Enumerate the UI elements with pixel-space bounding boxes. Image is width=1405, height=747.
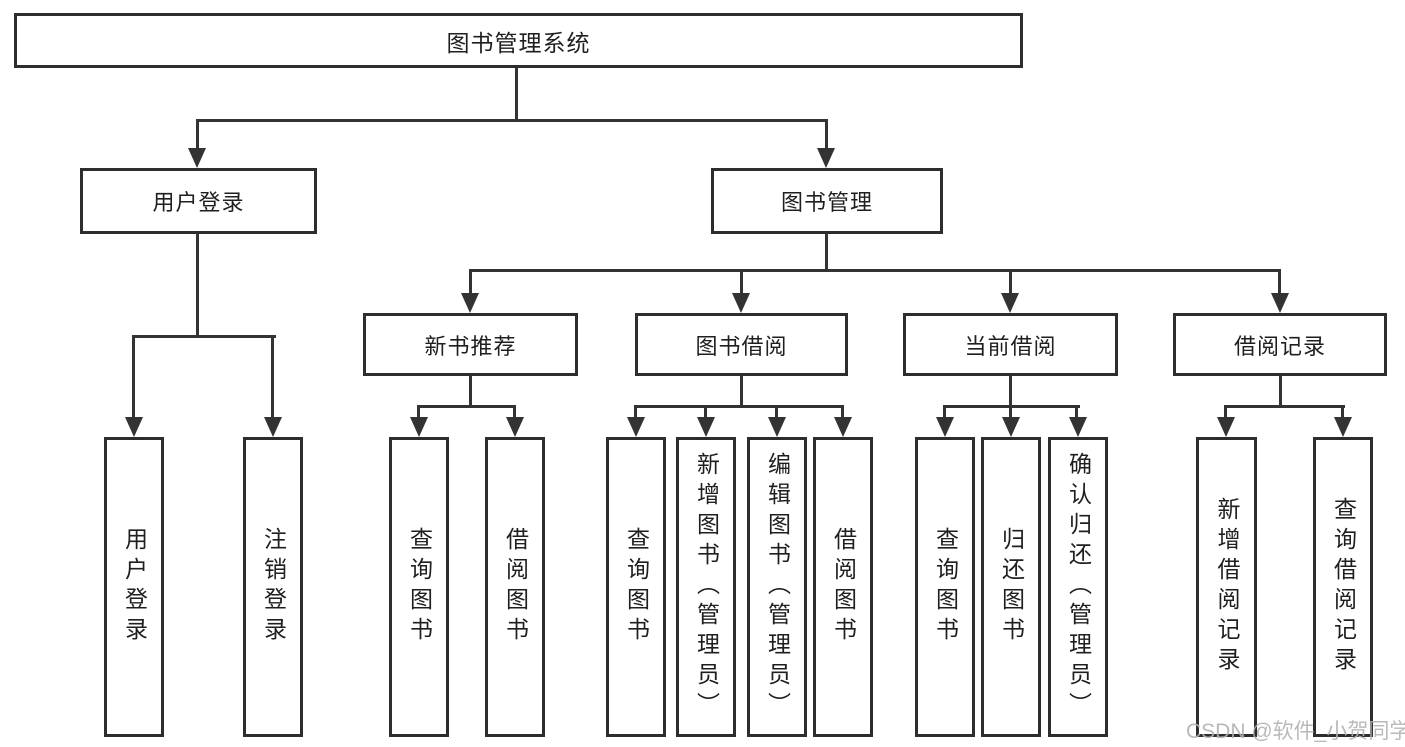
connector-vline	[132, 335, 135, 419]
connector-vline	[825, 233, 828, 271]
node-book-management-label: 图书管理	[780, 190, 873, 215]
leaf-br-query-borrow-record: 查询借阅记录	[1313, 437, 1373, 737]
connector-vline	[1075, 405, 1078, 419]
node-borrowing-records-label: 借阅记录	[1233, 333, 1326, 359]
connector-vline	[825, 119, 828, 150]
arrow-down-icon	[1002, 417, 1020, 437]
connector-hline	[1224, 405, 1345, 408]
node-current-borrowing: 当前借阅	[903, 313, 1118, 376]
leaf-logout: 注销登录	[243, 437, 303, 737]
leaf-bb-edit-book-admin: 编辑图书（管理员）	[747, 437, 807, 737]
leaf-br-add-borrow-record: 新增借阅记录	[1196, 437, 1257, 737]
arrow-down-icon	[1001, 293, 1019, 313]
leaf-br-add-borrow-record-label: 新增借阅记录	[1214, 497, 1240, 677]
connector-vline	[513, 405, 516, 419]
connector-vline	[469, 269, 472, 295]
leaf-cb-query-books: 查询图书	[915, 437, 975, 737]
node-user-login-label: 用户登录	[152, 190, 245, 215]
leaf-user-login: 用户登录	[104, 437, 164, 737]
connector-vline	[740, 376, 743, 407]
node-new-book-recommend-label: 新书推荐	[424, 333, 517, 359]
arrow-down-icon	[627, 417, 645, 437]
connector-vline	[841, 405, 844, 419]
leaf-logout-label: 注销登录	[260, 527, 287, 647]
node-book-borrowing: 图书借阅	[635, 313, 848, 376]
connector-vline	[1278, 269, 1281, 295]
connector-vline	[196, 119, 199, 150]
leaf-bb-edit-book-admin-label: 编辑图书（管理员）	[764, 452, 791, 722]
connector-vline	[740, 269, 743, 295]
arrow-down-icon	[410, 417, 428, 437]
node-library-system-label: 图书管理系统	[446, 29, 591, 56]
connector-hline	[196, 119, 828, 122]
arrow-down-icon	[1217, 417, 1235, 437]
connector-vline	[196, 233, 199, 335]
watermark: CSDN @软件_小贺同学	[1186, 720, 1405, 743]
arrow-down-icon	[817, 148, 835, 168]
node-book-borrowing-label: 图书借阅	[695, 333, 788, 359]
leaf-cb-confirm-return-admin: 确认归还（管理员）	[1048, 437, 1108, 737]
leaf-br-query-borrow-record-label: 查询借阅记录	[1330, 497, 1357, 677]
leaf-nb-query-books: 查询图书	[389, 437, 449, 737]
leaf-nb-borrow-books-label: 借阅图书	[502, 527, 529, 647]
connector-vline	[1224, 405, 1227, 419]
leaf-nb-borrow-books: 借阅图书	[485, 437, 545, 737]
connector-vline	[1009, 376, 1012, 407]
node-new-book-recommend: 新书推荐	[363, 313, 578, 376]
node-borrowing-records: 借阅记录	[1173, 313, 1387, 376]
node-book-management: 图书管理	[711, 168, 943, 234]
connector-vline	[634, 405, 637, 419]
connector-vline	[1279, 376, 1282, 407]
arrow-down-icon	[264, 417, 282, 437]
connector-vline	[469, 376, 472, 407]
connector-hline	[132, 335, 276, 338]
arrow-down-icon	[936, 417, 954, 437]
connector-vline	[515, 67, 518, 119]
leaf-bb-add-book-admin: 新增图书（管理员）	[676, 437, 736, 737]
leaf-bb-query-books: 查询图书	[606, 437, 666, 737]
connector-vline	[943, 405, 946, 419]
leaf-cb-return-books: 归还图书	[981, 437, 1041, 737]
arrow-down-icon	[834, 417, 852, 437]
arrow-down-icon	[697, 417, 715, 437]
connector-hline	[469, 269, 1281, 272]
arrow-down-icon	[1334, 417, 1352, 437]
connector-vline	[704, 405, 707, 419]
arrow-down-icon	[768, 417, 786, 437]
node-current-borrowing-label: 当前借阅	[964, 333, 1057, 359]
leaf-cb-confirm-return-admin-label: 确认归还（管理员）	[1065, 452, 1092, 722]
leaf-bb-query-books-label: 查询图书	[623, 527, 650, 647]
leaf-cb-query-books-label: 查询图书	[932, 527, 959, 647]
arrow-down-icon	[1271, 293, 1289, 313]
node-user-login: 用户登录	[80, 168, 317, 234]
connector-vline	[417, 405, 420, 419]
connector-hline	[417, 405, 516, 408]
node-library-system: 图书管理系统	[14, 13, 1023, 68]
connector-hline	[634, 405, 844, 408]
leaf-bb-add-book-admin-label: 新增图书（管理员）	[693, 452, 720, 722]
arrow-down-icon	[125, 417, 143, 437]
arrow-down-icon	[1069, 417, 1087, 437]
arrow-down-icon	[461, 293, 479, 313]
leaf-cb-return-books-label: 归还图书	[998, 527, 1025, 647]
connector-vline	[271, 335, 274, 419]
connector-vline	[1009, 269, 1012, 295]
leaf-bb-borrow-books: 借阅图书	[813, 437, 873, 737]
leaf-nb-query-books-label: 查询图书	[406, 527, 433, 647]
arrow-down-icon	[732, 293, 750, 313]
connector-vline	[775, 405, 778, 419]
connector-vline	[1341, 405, 1344, 419]
arrow-down-icon	[188, 148, 206, 168]
connector-vline	[1009, 405, 1012, 419]
arrow-down-icon	[506, 417, 524, 437]
leaf-user-login-label: 用户登录	[121, 527, 148, 647]
leaf-bb-borrow-books-label: 借阅图书	[830, 527, 857, 647]
